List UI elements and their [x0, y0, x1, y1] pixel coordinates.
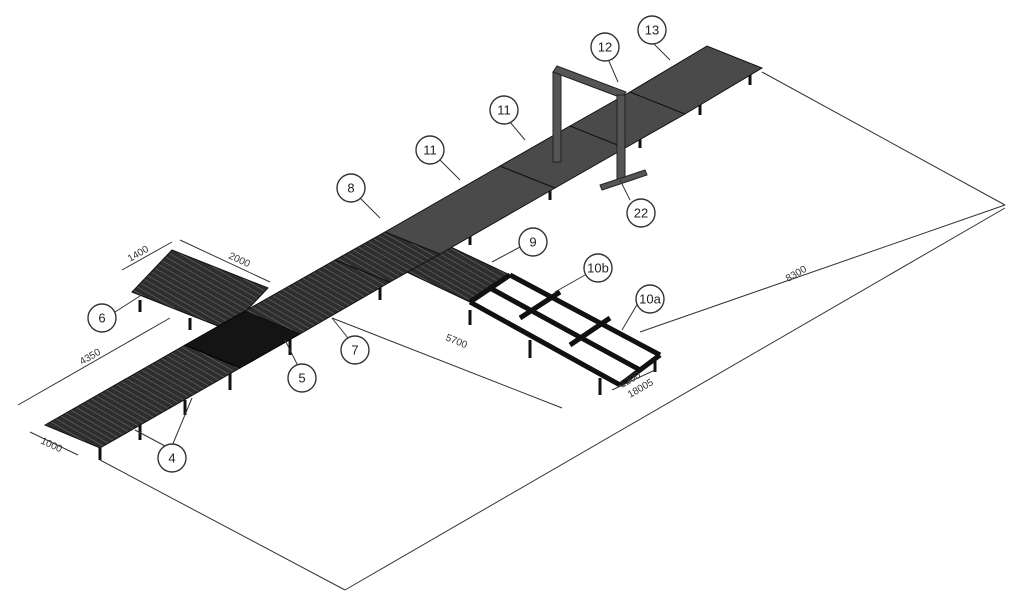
- callout-12: 12: [590, 32, 620, 62]
- svg-text:5: 5: [298, 371, 305, 386]
- svg-text:11: 11: [423, 143, 437, 158]
- callout-9: 9: [518, 227, 548, 257]
- dim-4350: 4350: [78, 347, 103, 368]
- dimension-lines: 1400 2000 4350 1000 5700 1200 18005 8300: [17, 71, 1006, 591]
- callout-22: 22: [626, 198, 656, 228]
- svg-text:7: 7: [351, 343, 358, 358]
- dim-8300: 8300: [784, 264, 809, 285]
- dim-1000: 1000: [39, 436, 64, 456]
- callout-4: 4: [157, 443, 187, 473]
- callout-7: 7: [340, 335, 370, 365]
- svg-text:9: 9: [529, 235, 536, 250]
- callout-10a: 10a: [635, 284, 665, 314]
- transfer-frame-10: [468, 272, 662, 388]
- svg-text:8: 8: [347, 181, 354, 196]
- gantry-22: [552, 65, 648, 191]
- svg-text:11: 11: [497, 103, 511, 118]
- svg-text:12: 12: [598, 40, 612, 55]
- callout-10b: 10b: [583, 253, 613, 283]
- callout-5: 5: [287, 363, 317, 393]
- svg-text:4: 4: [168, 451, 175, 466]
- callout-13: 13: [637, 15, 667, 45]
- svg-text:10b: 10b: [587, 261, 609, 276]
- dim-5700: 5700: [444, 333, 469, 352]
- conveyor-section-4: [43, 344, 242, 449]
- callout-8: 8: [336, 173, 366, 203]
- svg-text:6: 6: [98, 311, 105, 326]
- svg-text:13: 13: [645, 23, 659, 38]
- callout-6: 6: [87, 303, 117, 333]
- svg-text:10a: 10a: [639, 292, 661, 307]
- callout-11-upper: 11: [489, 95, 519, 125]
- callout-leaders: [114, 41, 671, 447]
- conveyor-section-13: [628, 45, 764, 115]
- conveyor-section-6: [131, 249, 269, 331]
- callout-11-lower: 11: [415, 135, 445, 165]
- svg-text:22: 22: [634, 206, 648, 221]
- dim-1400: 1400: [126, 244, 151, 265]
